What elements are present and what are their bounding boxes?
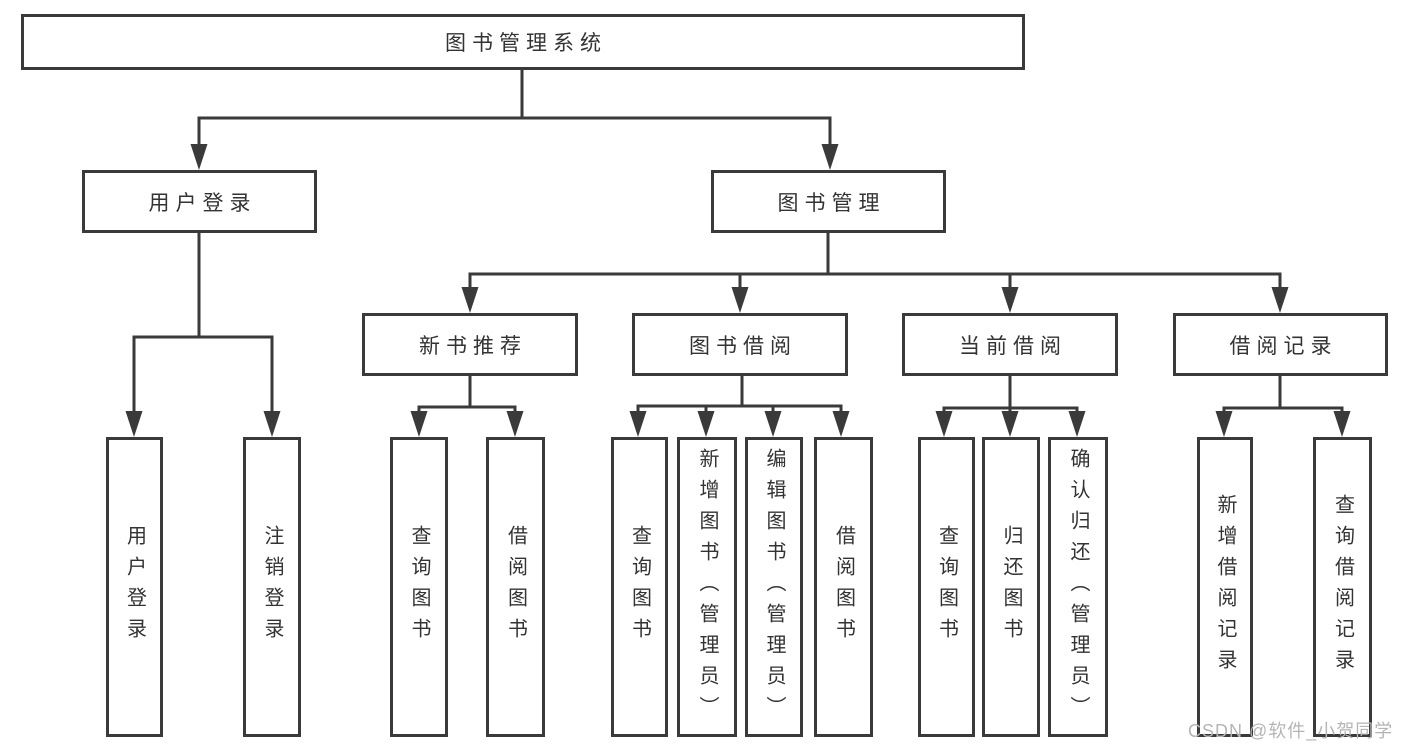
leaf-query-books-borrow: 查询图书 [611,437,668,737]
leaf-confirm-return-admin: 确认归还（管理员） [1048,437,1108,737]
connector-book-borrow [636,375,843,415]
leaf-query-books-borrow-label: 查询图书 [628,525,651,649]
node-new-book-recommend: 新书推荐 [362,313,578,376]
leaf-query-borrow-record-label: 查询借阅记录 [1331,494,1354,680]
leaf-edit-book-admin-label: 编辑图书（管理员） [763,447,785,727]
leaf-logout-label: 注销登录 [261,525,283,649]
node-root: 图书管理系统 [21,14,1025,70]
leaf-add-borrow-record: 新增借阅记录 [1197,437,1253,737]
leaf-borrow-books-borrow-label: 借阅图书 [832,525,855,649]
connector-borrow-records-arrowheads [1215,411,1351,437]
connector-user-login-arrowheads [125,411,281,437]
connector-book-management [468,231,1282,291]
leaf-add-borrow-record-label: 新增借阅记录 [1214,494,1236,680]
leaf-query-books-recommend: 查询图书 [390,437,448,737]
leaf-user-login: 用户登录 [106,437,163,737]
leaf-return-book-label: 归还图书 [1000,525,1022,649]
leaf-edit-book-admin: 编辑图书（管理员） [745,437,803,737]
connector-user-login [132,231,274,415]
leaf-borrow-books-recommend-label: 借阅图书 [504,525,527,649]
leaf-borrow-books-recommend: 借阅图书 [486,437,545,737]
node-current-borrow: 当前借阅 [902,313,1118,376]
leaf-confirm-return-admin-label: 确认归还（管理员） [1067,447,1089,727]
connector-book-management-arrowheads [461,287,1289,313]
leaf-logout: 注销登录 [243,437,301,737]
leaf-user-login-label: 用户登录 [123,525,146,649]
connector-root-arrowheads [190,144,839,170]
leaf-add-book-admin: 新增图书（管理员） [677,437,737,737]
connector-new-book-recommend [417,375,517,415]
leaf-query-books-recommend-label: 查询图书 [408,525,430,649]
node-book-borrow: 图书借阅 [632,313,848,376]
node-user-login: 用户登录 [82,170,317,233]
connector-root [197,68,832,148]
connector-new-book-recommend-arrowheads [410,411,524,437]
connector-book-borrow-arrowheads [629,411,850,437]
node-book-management: 图书管理 [711,170,946,233]
connector-borrow-records [1222,375,1344,415]
connector-current-borrow [942,375,1079,415]
leaf-borrow-books-borrow: 借阅图书 [814,437,873,737]
leaf-query-borrow-record: 查询借阅记录 [1313,437,1372,737]
leaf-add-book-admin-label: 新增图书（管理员） [696,447,718,727]
leaf-query-books-current: 查询图书 [918,437,975,737]
connector-current-borrow-arrowheads [935,411,1086,437]
leaf-query-books-current-label: 查询图书 [935,525,958,649]
node-borrow-records: 借阅记录 [1173,313,1388,376]
csdn-watermark: CSDN @软件_小贺同学 [1188,721,1394,741]
leaf-return-book: 归还图书 [982,437,1040,737]
